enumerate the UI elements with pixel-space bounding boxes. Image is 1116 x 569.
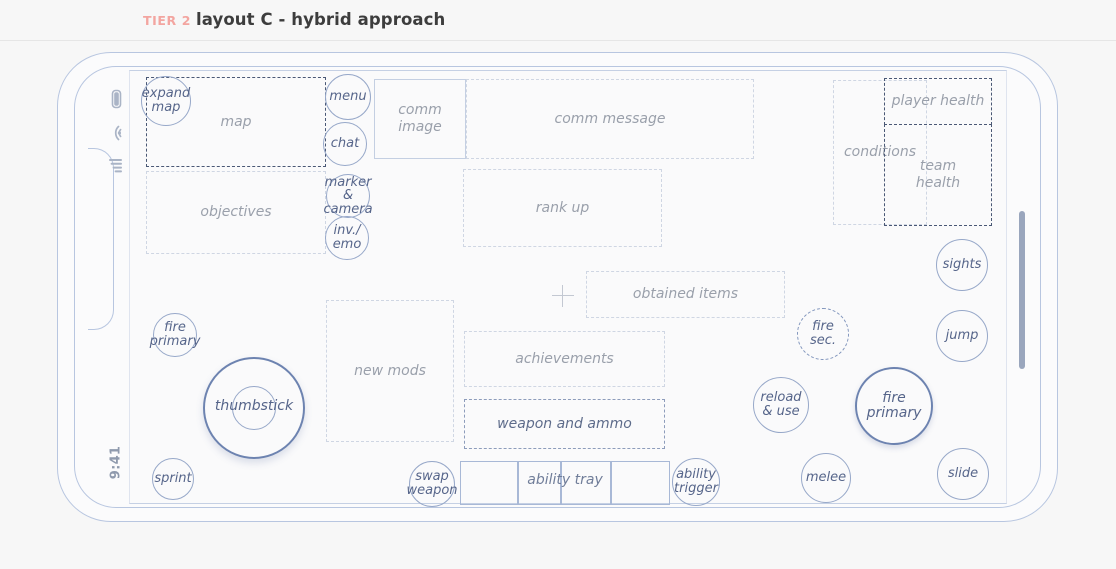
control-jump[interactable]: jump <box>936 310 988 362</box>
hud-region-player-health[interactable]: player health <box>884 78 992 125</box>
hud-region-comm-message[interactable]: comm message <box>466 79 754 159</box>
thumbstick-label: thumbstick <box>214 398 294 414</box>
hud-region-objectives[interactable]: objectives <box>146 171 326 254</box>
hud-region-new-mods[interactable]: new mods <box>326 300 454 442</box>
control-fire-primary-left[interactable]: fire primary <box>150 313 200 357</box>
crosshair-icon <box>552 285 574 307</box>
hud-region-team-health[interactable]: team health <box>884 124 992 226</box>
status-time: 9:41 <box>108 445 124 480</box>
notch-mask <box>86 150 91 328</box>
hud-region-weapon-and-ammo[interactable]: weapon and ammo <box>464 399 665 449</box>
page-title: layout C - hybrid approach <box>196 10 446 29</box>
control-reload-and-use[interactable]: reload & use <box>753 377 809 433</box>
control-slide[interactable]: slide <box>937 448 989 500</box>
home-indicator[interactable] <box>1019 211 1025 369</box>
control-thumbstick[interactable] <box>203 357 305 459</box>
control-fire-secondary[interactable]: fire sec. <box>797 308 849 360</box>
signal-icon <box>107 156 125 178</box>
battery-icon <box>110 88 123 114</box>
control-marker-camera[interactable]: marker & camera <box>323 174 373 218</box>
wifi-icon <box>106 124 126 146</box>
ability-tray-label: ability tray <box>527 472 603 488</box>
control-inventory-emote[interactable]: inv./ emo <box>325 216 369 260</box>
page-header: TIER 2 layout C - hybrid approach <box>0 0 1116 41</box>
status-icon-group <box>103 88 129 178</box>
control-fire-primary[interactable]: fire primary <box>855 367 933 445</box>
thumbstick-knob[interactable] <box>232 386 276 430</box>
hud-region-conditions[interactable]: conditions <box>833 80 927 225</box>
hud-region-rank-up[interactable]: rank up <box>463 169 662 247</box>
tier-badge: TIER 2 <box>143 13 191 28</box>
hud-region-map[interactable]: map <box>146 77 326 167</box>
hud-region-comm-image[interactable]: comm image <box>374 79 466 159</box>
control-ability-trigger[interactable]: ability trigger <box>672 458 720 506</box>
ability-tray-slot-2[interactable] <box>518 461 561 505</box>
ability-tray-slot-4[interactable] <box>611 461 670 505</box>
control-melee[interactable]: melee <box>801 453 851 503</box>
control-expand-map[interactable]: expand map <box>141 76 191 126</box>
hud-region-obtained-items[interactable]: obtained items <box>586 271 785 318</box>
hud-region-achievements[interactable]: achievements <box>464 331 665 387</box>
control-swap-weapon[interactable]: swap weapon <box>406 461 458 507</box>
control-sprint[interactable]: sprint <box>152 458 194 500</box>
ability-tray-slot-3[interactable] <box>561 461 611 505</box>
control-sights[interactable]: sights <box>936 239 988 291</box>
status-bar: 9:41 <box>103 70 129 504</box>
ability-tray-slot-1[interactable] <box>460 461 518 505</box>
control-chat[interactable]: chat <box>323 122 367 166</box>
control-menu[interactable]: menu <box>325 74 371 120</box>
